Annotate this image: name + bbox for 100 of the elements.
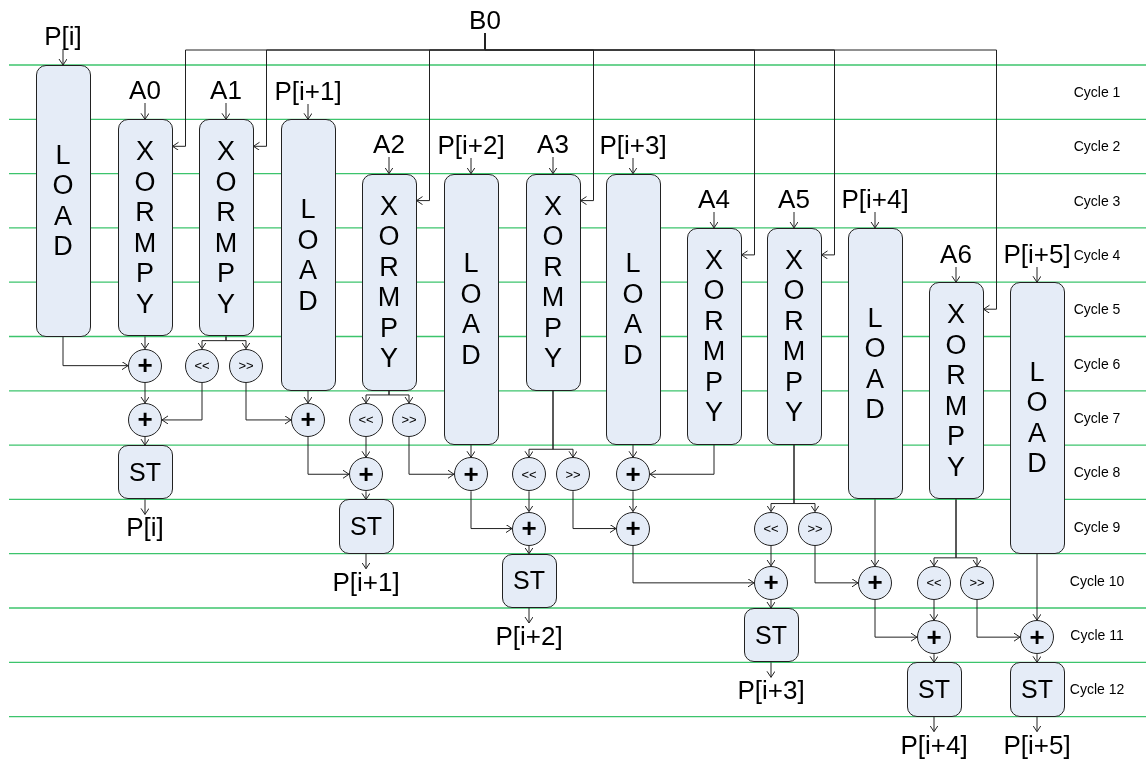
arrow	[466, 444, 476, 458]
input-label: P[i+1]	[274, 78, 342, 104]
operator-circle: <<	[754, 511, 788, 546]
arrow	[466, 157, 476, 175]
output-label: P[i+4]	[900, 731, 968, 758]
arrow	[874, 599, 918, 642]
arrow	[58, 48, 68, 66]
arrow	[384, 156, 394, 175]
store-box: ST	[743, 608, 799, 663]
arrow	[766, 599, 776, 609]
operator-circle: <<	[349, 402, 383, 437]
operator-circle: +	[917, 620, 951, 655]
process-box: LOAD	[35, 65, 91, 337]
arrow	[1032, 653, 1042, 663]
arrow	[789, 211, 799, 229]
cycle-label: Cycle 12	[1069, 682, 1125, 697]
operator-circle: +	[512, 511, 546, 546]
arrow	[632, 545, 755, 588]
output-label: P[i]	[126, 514, 164, 541]
operator-circle: +	[349, 457, 383, 492]
arrow	[140, 498, 150, 515]
arrow	[140, 336, 150, 350]
arrow	[140, 102, 150, 120]
arrow	[140, 382, 150, 404]
arrow	[951, 266, 961, 283]
arrow	[361, 436, 371, 458]
process-box: XORMPY	[686, 227, 742, 446]
store-box: ST	[501, 553, 557, 608]
arrow	[766, 661, 776, 678]
arrow	[225, 336, 251, 350]
operator-circle: <<	[917, 565, 951, 600]
cycle-label: Cycle 4	[1073, 248, 1121, 263]
arrow	[221, 102, 231, 120]
arrow	[976, 599, 1021, 642]
process-box: XORMPY	[117, 119, 173, 337]
output-label: P[i+3]	[737, 677, 805, 704]
arrow	[709, 211, 719, 229]
arrow	[470, 490, 513, 534]
arrow	[524, 545, 534, 555]
output-label: P[i+1]	[332, 568, 400, 595]
process-box: XORMPY	[361, 173, 417, 391]
input-label: A5	[778, 186, 810, 212]
operator-circle: <<	[512, 457, 546, 492]
operator-circle: >>	[798, 511, 832, 546]
arrow	[929, 653, 939, 663]
arrow	[1032, 553, 1042, 621]
input-label: P[i+2]	[437, 132, 505, 158]
cycle-label: Cycle 10	[1069, 573, 1125, 588]
cycle-label: Cycle 11	[1070, 628, 1124, 643]
arrow	[361, 553, 371, 570]
operator-circle: +	[616, 457, 650, 492]
arrow	[929, 599, 939, 621]
process-box: LOAD	[1009, 282, 1065, 554]
arrow	[793, 444, 820, 513]
cycle-label: Cycle 1	[1073, 85, 1121, 100]
input-label: P[i+5]	[1003, 241, 1071, 267]
store-box: ST	[1009, 662, 1065, 717]
process-box: XORMPY	[525, 173, 581, 391]
arrow	[62, 336, 129, 371]
operator-circle: +	[128, 348, 162, 383]
process-box: LOAD	[605, 173, 661, 446]
operator-circle: +	[128, 402, 162, 437]
operator-circle: +	[616, 511, 650, 546]
output-label: P[i+2]	[495, 623, 563, 649]
input-label: B0	[469, 7, 501, 33]
operator-circle: +	[291, 402, 325, 437]
arrow	[245, 382, 292, 425]
arrow	[572, 490, 617, 534]
input-label: P[i+3]	[599, 132, 667, 158]
arrow	[649, 444, 715, 479]
input-label: A2	[373, 131, 405, 157]
process-box: LOAD	[847, 227, 903, 500]
arrow	[361, 490, 371, 500]
store-box: ST	[338, 499, 394, 554]
arrow	[929, 716, 939, 733]
operator-circle: +	[454, 457, 488, 492]
arrow	[628, 444, 638, 458]
operator-circle: +	[1020, 620, 1054, 655]
arrow	[303, 103, 313, 120]
arrow	[524, 607, 534, 624]
arrow	[552, 390, 578, 458]
arrow	[870, 498, 880, 567]
store-box: ST	[117, 445, 173, 500]
arrow	[524, 490, 534, 513]
arrow	[1032, 266, 1042, 283]
operator-circle: <<	[185, 348, 219, 383]
arrow	[766, 545, 776, 567]
process-box: XORMPY	[928, 282, 984, 500]
output-label: P[i+5]	[1003, 731, 1071, 758]
input-label: A3	[537, 131, 569, 157]
input-label: A4	[698, 186, 730, 212]
operator-circle: >>	[392, 402, 426, 437]
arrow	[628, 157, 638, 175]
operator-circle: >>	[229, 348, 263, 383]
arrow	[814, 545, 859, 588]
input-label: P[i+4]	[841, 186, 909, 212]
arrow	[484, 32, 997, 314]
process-box: XORMPY	[766, 227, 822, 446]
operator-circle: >>	[556, 457, 590, 492]
input-label: P[i]	[44, 23, 82, 49]
